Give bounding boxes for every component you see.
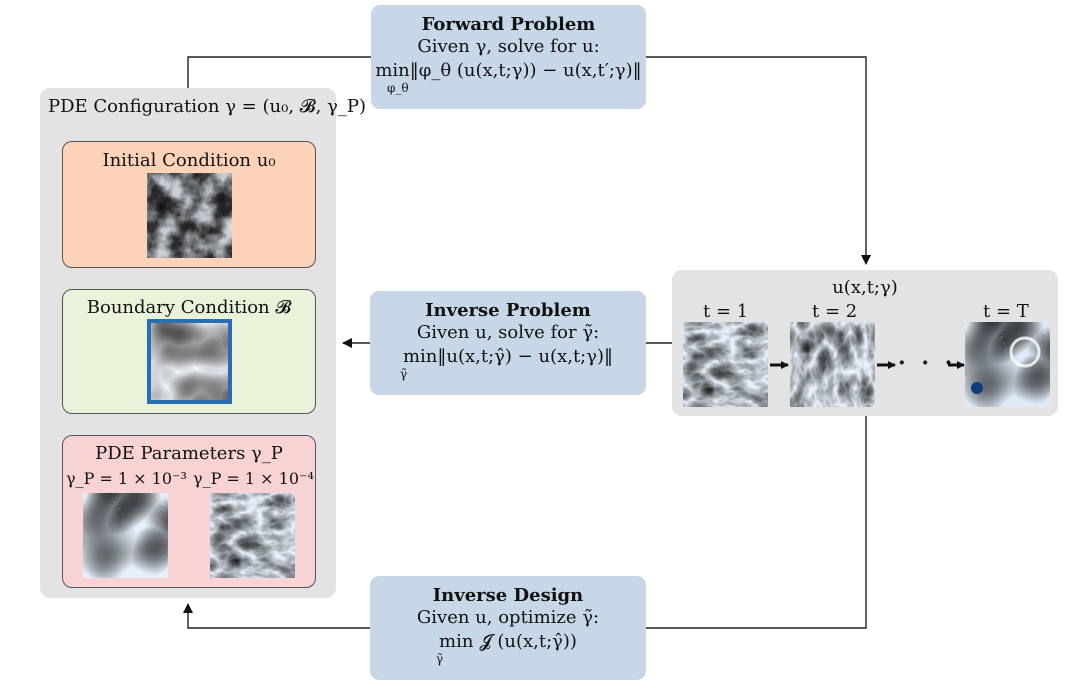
boundary-condition-label: Boundary Condition 𝓑: [86, 297, 292, 318]
pde-parameters-label: PDE Parameters γ_P: [95, 443, 283, 464]
forward-problem-title: Forward Problem: [421, 14, 596, 35]
inverse-problem-box: Inverse Problem Given u, solve for γ̃: m…: [370, 291, 646, 395]
inverse-problem-line: Given u, solve for γ̃:: [416, 322, 600, 343]
inverse-design-line: Given u, optimize γ̃:: [416, 607, 600, 628]
timestep-1-field-image: [683, 322, 768, 407]
forward-line-in: [187, 56, 371, 88]
parameter-low-label: γ_P = 1 × 10⁻³: [66, 469, 187, 488]
timestep-arrows: [770, 361, 965, 369]
inverse-problem-equation: min‖u(x,t;γ̂) − u(x,t;γ)‖: [402, 346, 614, 367]
forward-problem-equation: min‖φ_θ (u(x,t;γ)) − u(x,t′;γ)‖: [375, 60, 642, 81]
inverse-design-equation: min 𝓙 (u(x,t;γ̂)): [439, 631, 577, 652]
parameter-high-label: γ_P = 1 × 10⁻⁴: [193, 469, 314, 488]
forward-problem-box: Forward Problem Given γ, solve for u: mi…: [371, 5, 646, 109]
parameter-high-field-image: [210, 493, 295, 578]
timestep-2-field-image: [790, 322, 875, 407]
design-arrow-out: [183, 603, 370, 629]
parameter-low-field-image: [83, 493, 168, 578]
inverse-problem-title: Inverse Problem: [425, 300, 591, 321]
pde-configuration-title: PDE Configuration γ = (u₀, 𝓑, γ_P): [48, 96, 366, 117]
inverse-problem-subscript: γ̃: [400, 367, 408, 381]
inverse-design-subscript: γ̃: [436, 652, 444, 666]
forward-arrow-out: [646, 56, 871, 265]
forward-problem-subscript: φ_θ: [387, 81, 409, 95]
timestep-2-label: t = 2: [812, 301, 858, 322]
boundary-condition-field-image: [147, 319, 232, 404]
inverse-design-title: Inverse Design: [432, 585, 584, 606]
forward-problem-line: Given γ, solve for u:: [417, 36, 600, 57]
timestep-final-label: t = T: [983, 301, 1029, 322]
inverse-design-box: Inverse Design Given u, optimize γ̃: min…: [370, 576, 646, 680]
initial-condition-label: Initial Condition u₀: [102, 150, 276, 171]
timestep-final-field-image: [965, 322, 1050, 407]
initial-condition-field-image: [147, 173, 232, 258]
timestep-1-label: t = 1: [703, 301, 749, 322]
timestep-ellipsis: · · ·: [898, 350, 957, 376]
solution-title: u(x,t;γ): [832, 277, 898, 298]
design-line-in: [646, 416, 867, 629]
